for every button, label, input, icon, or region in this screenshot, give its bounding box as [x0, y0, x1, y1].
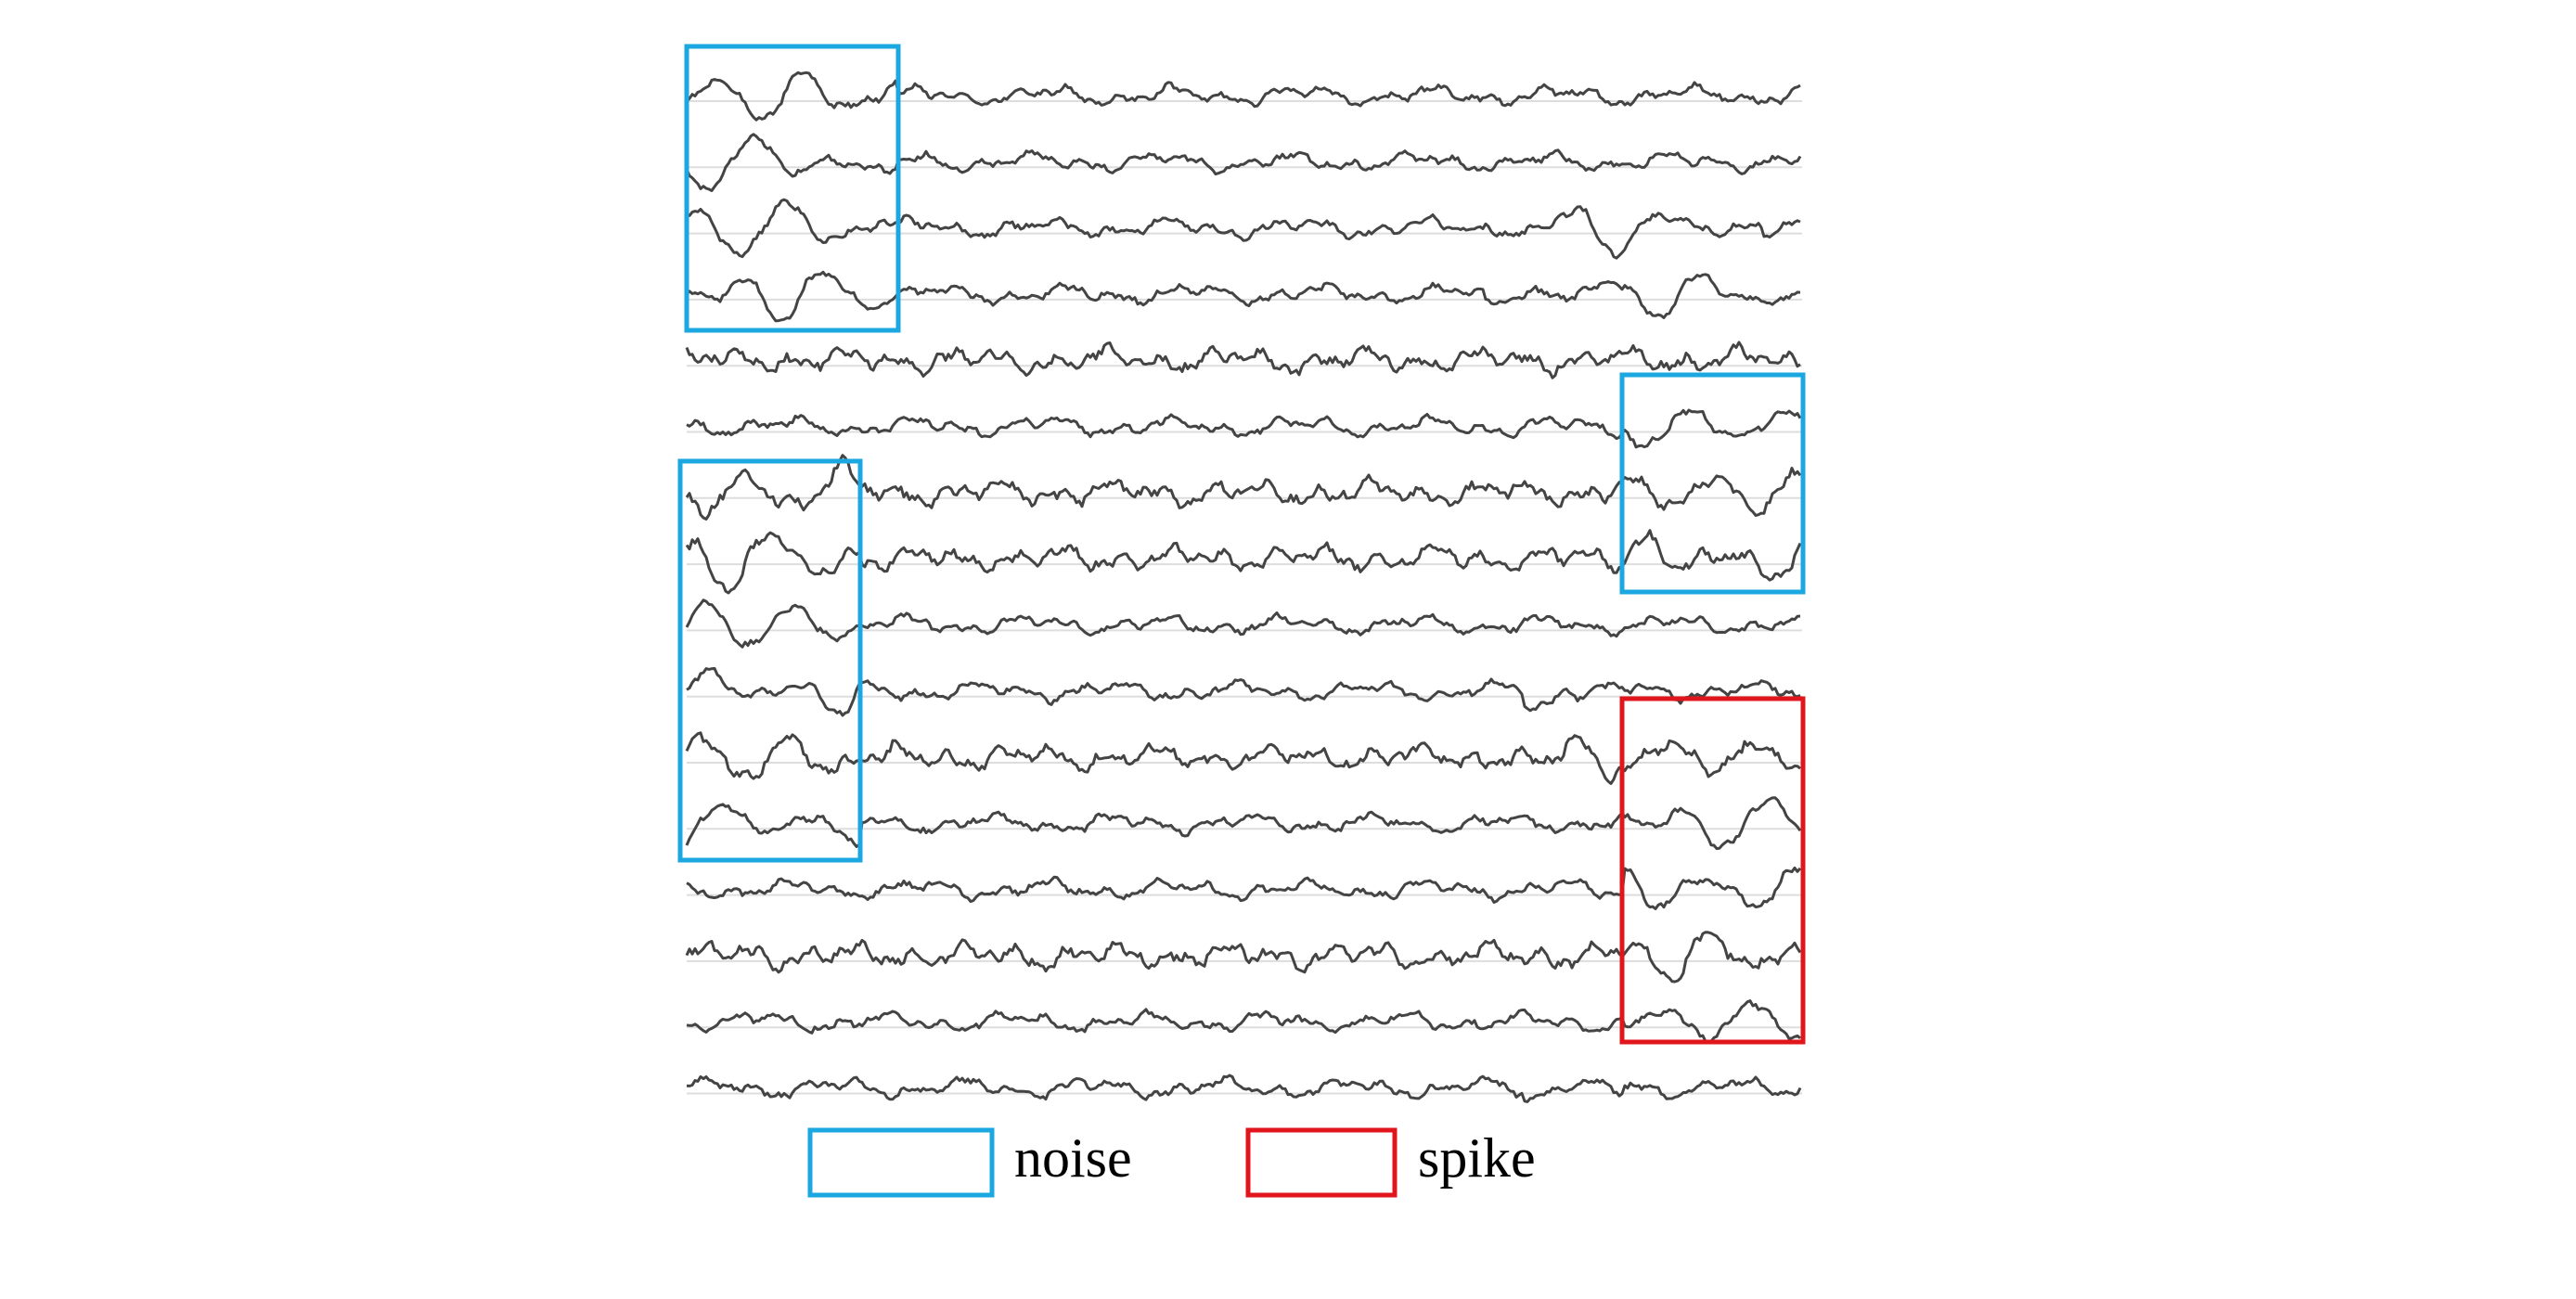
eeg-channel-trace [686, 198, 1801, 260]
eeg-channel-trace [686, 866, 1802, 910]
eeg-channel-trace [685, 731, 1801, 785]
annotation-boxes [677, 44, 1806, 1045]
eeg-channel-trace [685, 529, 1802, 595]
eeg-channel-trace [685, 133, 1802, 192]
spike-box-right [1619, 696, 1806, 1045]
eeg-channel-trace [685, 598, 1801, 649]
eeg-traces [685, 71, 1802, 1103]
eeg-channel-trace [685, 270, 1801, 323]
noise-box-right [1619, 372, 1806, 595]
legend-noise-swatch [807, 1127, 995, 1198]
eeg-channel-trace [686, 666, 1801, 717]
legend-spike-label: spike [1418, 1127, 1536, 1189]
eeg-channel-trace [685, 454, 1802, 521]
eeg-channel-trace [685, 71, 1801, 122]
legend-noise-label: noise [1014, 1127, 1132, 1189]
eeg-channel-trace [685, 931, 1802, 984]
legend-spike-swatch [1245, 1127, 1397, 1198]
eeg-channel-trace [685, 341, 1801, 379]
eeg-channel-trace [686, 1074, 1802, 1103]
legend: noise spike [807, 1127, 1536, 1198]
eeg-channel-trace [685, 796, 1802, 851]
noise-box-top-left [684, 44, 901, 333]
eeg-channel-trace [686, 408, 1802, 449]
noise-box-mid-left [677, 458, 863, 863]
eeg-channel-trace [686, 999, 1801, 1044]
